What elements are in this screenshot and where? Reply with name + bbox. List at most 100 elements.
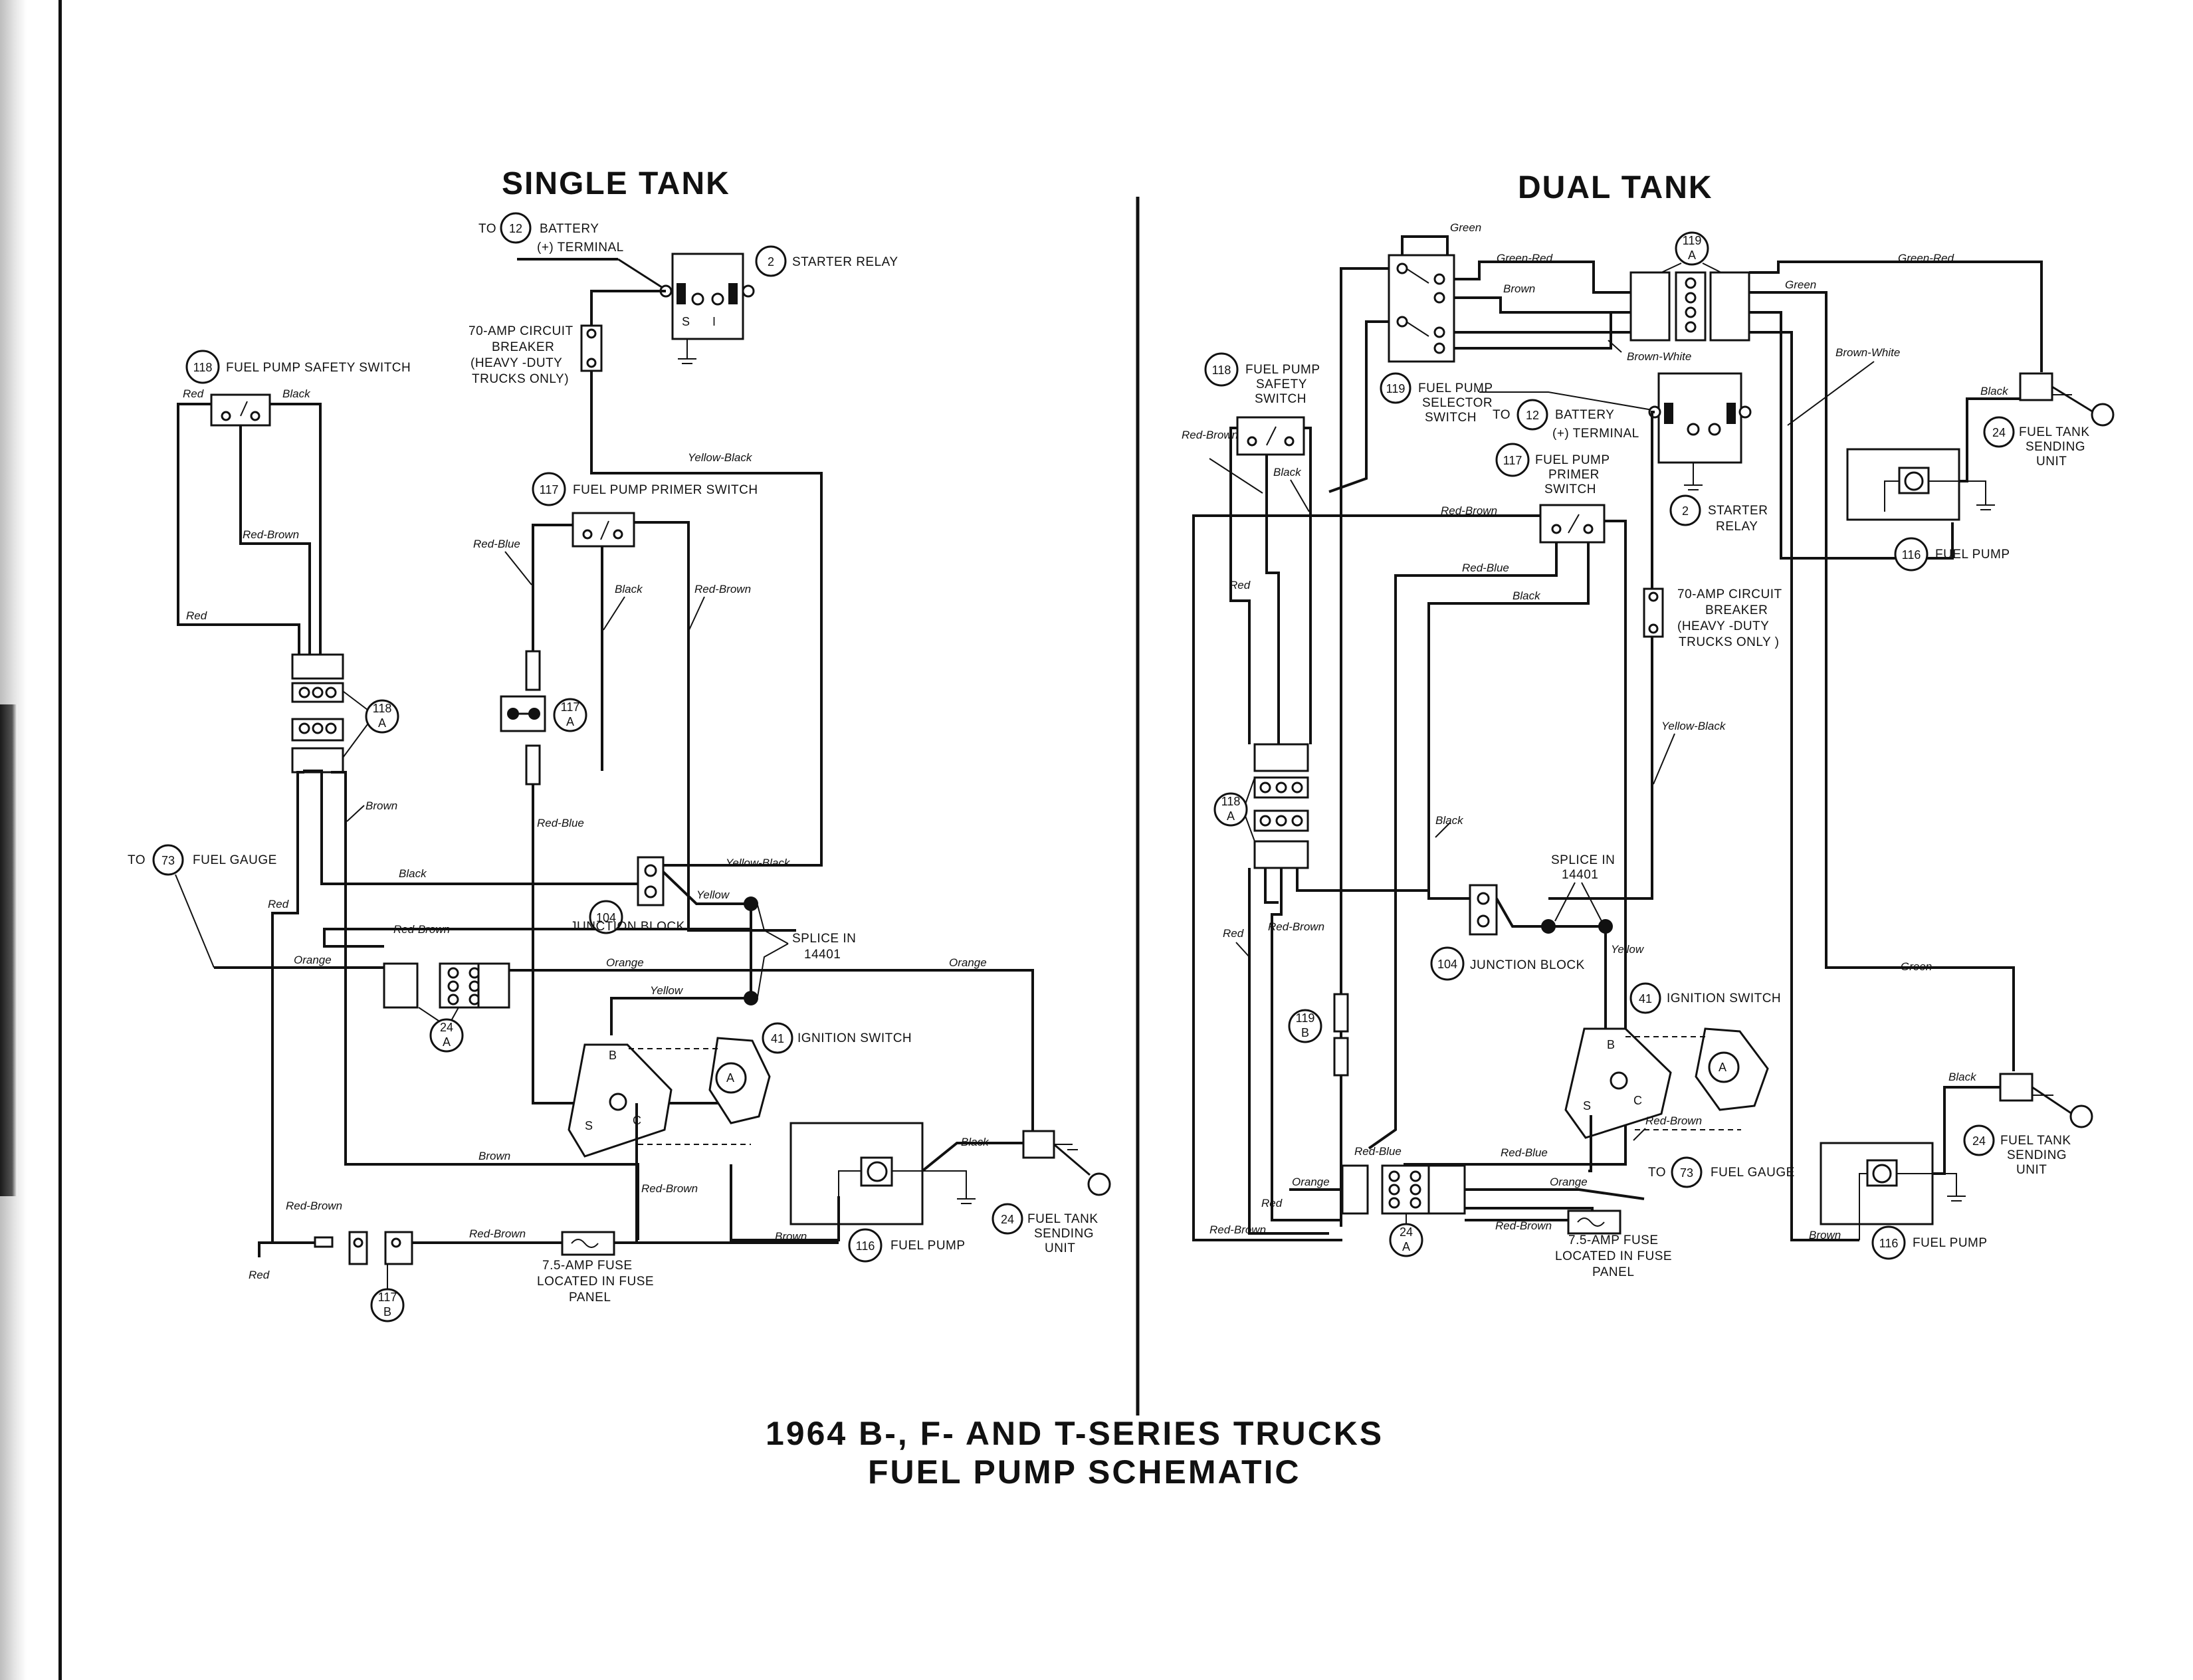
- wire-label-green-red-2: Green-Red: [1898, 252, 1954, 264]
- wire-label-red-blue-2: Red-Blue: [537, 817, 584, 829]
- connector-119b-ref-letter: B: [1301, 1026, 1309, 1039]
- wire-label-red-3: Red: [268, 898, 289, 910]
- starter-relay-i-terminal: I: [712, 315, 716, 328]
- splice-label-line1: SPLICE IN: [792, 932, 856, 946]
- dual-ignition-switch-ref-number: 41: [1639, 992, 1652, 1005]
- connector-117b-right: [384, 1231, 413, 1265]
- dual-safety-switch-label-line1: FUEL PUMP: [1245, 363, 1320, 377]
- dual-wire-label-green-3: Green: [1901, 960, 1932, 973]
- connector-118a-bottom: [291, 747, 344, 774]
- sending-unit-label-line3: UNIT: [1045, 1241, 1075, 1255]
- connector-117a-ref-letter: A: [566, 715, 574, 728]
- dual-battery-label-line2: (+) TERMINAL: [1552, 427, 1639, 441]
- dual-splice-label-line1: SPLICE IN: [1551, 853, 1615, 867]
- dual-circuit-breaker-label-line4: TRUCKS ONLY ): [1679, 635, 1780, 649]
- dual-wire-label-yellow-black: Yellow-Black: [1661, 720, 1726, 732]
- selector-switch-label-line1: FUEL PUMP: [1418, 381, 1493, 395]
- connector-119a-left: [1629, 271, 1671, 342]
- connector-119a-ref-circle: [1675, 231, 1709, 266]
- dual-wire-label-red-1: Red-Brown: [1182, 429, 1238, 441]
- dual-starter-relay-ref-number: 2: [1682, 504, 1689, 518]
- wire-label-black-2: Black: [615, 583, 643, 595]
- fuse-7-5-amp: [561, 1231, 615, 1256]
- circuit-breaker-label-line2: BREAKER: [492, 340, 554, 354]
- selector-switch-label-line2: SELECTOR: [1422, 396, 1493, 410]
- wire-label-brown-1: Brown: [366, 799, 397, 812]
- connector-119a-ref-letter: A: [1688, 249, 1696, 262]
- wire-label-brown-2: Brown: [478, 1150, 510, 1162]
- dual-fuse-label-line3: PANEL: [1592, 1265, 1634, 1279]
- dual-sending-unit-1-float: [2091, 403, 2115, 427]
- primer-switch-label: FUEL PUMP PRIMER SWITCH: [573, 483, 758, 497]
- starter-relay-label: STARTER RELAY: [792, 255, 898, 269]
- dual-sending-unit-1-ref-circle: [1983, 416, 2015, 448]
- connector-24a-ref-circle: [429, 1018, 464, 1053]
- dual-wire-label-orange-1: Orange: [1292, 1176, 1330, 1188]
- dual-sending-unit-2-float: [2069, 1104, 2093, 1128]
- dual-starter-relay-label-line2: RELAY: [1716, 520, 1758, 534]
- dual-battery-ref-circle: [1516, 399, 1548, 431]
- wire-label-red-brown-6: Red-Brown: [469, 1227, 526, 1240]
- starter-relay-ref-circle: [755, 245, 787, 277]
- dual-wire-label-red-brown-6: Red-Brown: [1495, 1219, 1552, 1232]
- dual-splice-point-left: [1541, 919, 1556, 934]
- scan-edge-dark-band: [0, 704, 17, 1196]
- single-tank-diagram: SINGLE TANK TO 12 BATTERY (+) TERMINAL S…: [128, 166, 1111, 1322]
- connector-118a-ref-circle: [365, 699, 399, 734]
- dual-junction-block-ref-circle: [1430, 946, 1465, 981]
- dual-primer-switch-label-line1: FUEL PUMP: [1535, 453, 1610, 467]
- battery-label-line2: (+) TERMINAL: [537, 241, 624, 255]
- dual-ignition-terminal-a: A: [1719, 1061, 1726, 1074]
- connector-24a-left: [383, 962, 419, 1009]
- dual-sending-unit-1-label-line1: FUEL TANK: [2019, 425, 2090, 439]
- fuel-pump-ref-circle: [848, 1228, 883, 1263]
- single-tank-heading: SINGLE TANK: [502, 166, 730, 201]
- dual-battery-to-label: TO: [1493, 408, 1511, 422]
- junction-block-label: JUNCTION BLOCK: [570, 920, 685, 934]
- connector-117b-ref-number: 117: [378, 1291, 397, 1304]
- dual-safety-switch-label-line3: SWITCH: [1255, 392, 1306, 406]
- primer-switch-box: [572, 512, 635, 548]
- sending-unit-body: [1022, 1130, 1055, 1159]
- wire-label-brown-1: Brown: [1503, 282, 1535, 295]
- dual-primer-switch-box: [1539, 504, 1606, 544]
- fuse-label-line1: 7.5-AMP FUSE: [542, 1259, 633, 1273]
- dual-connector-118a-top: [1253, 743, 1309, 772]
- dual-wire-label-black-1: Black: [1273, 466, 1302, 478]
- ignition-switch-ref-number: 41: [771, 1032, 784, 1045]
- wire-label-red-1: Red: [183, 387, 204, 400]
- wire-label-red-brown-3: Red-Brown: [393, 923, 450, 936]
- dual-wire-label-brown-2: Brown: [1809, 1229, 1841, 1241]
- connector-117a-ref-circle: [553, 698, 587, 732]
- junction-block-ref-number: 104: [596, 911, 616, 924]
- dual-wire-label-black-2: Black: [1513, 589, 1541, 602]
- connector-118a-top: [291, 653, 344, 680]
- diagram-title-line2: FUEL PUMP SCHEMATIC: [868, 1453, 1301, 1491]
- circuit-breaker-label-line1: 70-AMP CIRCUIT: [469, 324, 574, 338]
- dual-battery-ref-number: 12: [1526, 409, 1539, 422]
- wire-label-orange-1: Orange: [294, 954, 332, 966]
- selector-switch-label-line3: SWITCH: [1425, 411, 1477, 425]
- wire-label-orange-3: Orange: [949, 956, 987, 969]
- dual-primer-switch-label-line2: PRIMER: [1548, 468, 1600, 482]
- primer-switch-ref-circle: [532, 472, 566, 506]
- dual-circuit-breaker-label-line3: (HEAVY -DUTY: [1677, 619, 1769, 633]
- dual-starter-relay-label-line1: STARTER: [1708, 504, 1768, 518]
- dual-fuel-pump-1-ref-circle: [1894, 537, 1929, 572]
- dual-wire-label-red-4: Red: [1261, 1197, 1283, 1209]
- dual-ignition-switch-ref-circle: [1629, 982, 1661, 1014]
- dual-sending-unit-2-label-line3: UNIT: [2016, 1163, 2047, 1177]
- wire-label-yellow-1: Yellow: [696, 889, 730, 901]
- wire-label-black-4: Black: [961, 1136, 990, 1148]
- fuel-pump-ref-number: 116: [856, 1239, 875, 1253]
- dual-circuit-breaker-label-line2: BREAKER: [1705, 603, 1768, 617]
- dual-wire-label-red-blue-3: Red-Blue: [1501, 1146, 1548, 1159]
- fuel-gauge-to-label: TO: [128, 853, 146, 867]
- dual-connector-24a-left: [1341, 1164, 1369, 1215]
- dual-connector-118a-ref-circle: [1213, 792, 1248, 827]
- dual-connector-118a-ref-letter: A: [1227, 809, 1235, 823]
- dual-wire-label-black-3: Black: [1435, 814, 1464, 827]
- dual-primer-switch-ref-number: 117: [1503, 454, 1522, 467]
